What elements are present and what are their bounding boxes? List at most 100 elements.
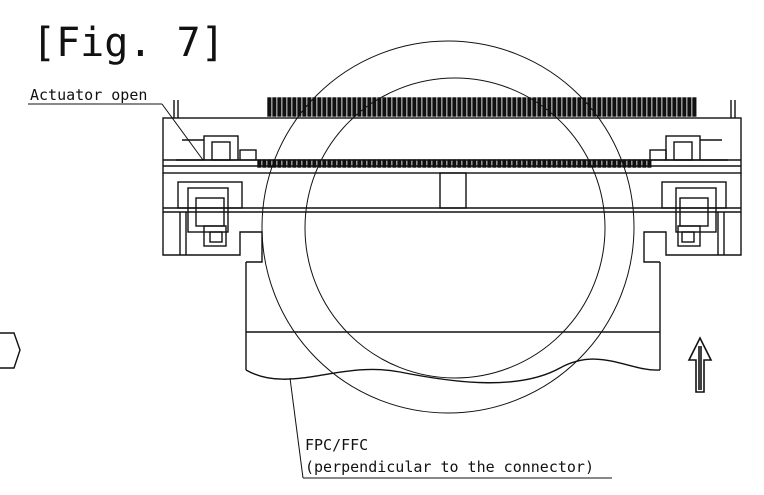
contact-tooth	[677, 97, 682, 117]
contact-tooth	[692, 97, 697, 117]
contact-tooth	[447, 97, 452, 117]
contact-tooth	[342, 97, 347, 117]
contact-tooth	[347, 159, 352, 168]
contact-tooth	[632, 159, 637, 168]
contact-tooth	[527, 97, 532, 117]
contact-tooth	[597, 159, 602, 168]
contact-tooth	[397, 97, 402, 117]
contact-tooth	[307, 159, 312, 168]
contact-tooth	[277, 97, 282, 117]
contact-tooth	[347, 97, 352, 117]
contact-tooth	[432, 159, 437, 168]
contact-tooth	[557, 159, 562, 168]
contact-tooth	[547, 97, 552, 117]
contact-tooth	[437, 97, 442, 117]
contact-tooth	[482, 97, 487, 117]
contact-tooth	[362, 97, 367, 117]
fpc-label-line2: (perpendicular to the connector)	[305, 458, 594, 476]
contact-tooth	[372, 159, 377, 168]
up-arrow-icon	[687, 336, 713, 393]
contact-tooth	[607, 159, 612, 168]
contact-tooth	[487, 97, 492, 117]
contact-tooth	[292, 97, 297, 117]
contact-tooth	[422, 97, 427, 117]
contact-tooth	[337, 159, 342, 168]
contact-tooth	[652, 97, 657, 117]
contact-tooth	[262, 159, 267, 168]
actuator-leader	[161, 103, 204, 161]
contact-tooth	[367, 159, 372, 168]
contact-tooth	[562, 97, 567, 117]
contact-tooth	[412, 97, 417, 117]
contact-tooth	[402, 97, 407, 117]
contact-tooth	[647, 97, 652, 117]
contact-tooth	[292, 159, 297, 168]
contact-tooth	[477, 159, 482, 168]
detail-circle-inner	[304, 77, 606, 379]
fpc-strip	[245, 262, 661, 384]
contact-tooth	[477, 97, 482, 117]
contact-tooth	[497, 159, 502, 168]
contact-tooth	[547, 159, 552, 168]
contact-tooth	[612, 97, 617, 117]
contact-tooth	[687, 97, 692, 117]
contact-tooth	[532, 159, 537, 168]
contact-tooth	[472, 97, 477, 117]
contact-tooth	[342, 159, 347, 168]
contact-tooth	[327, 97, 332, 117]
contact-tooth	[512, 159, 517, 168]
contact-tooth	[392, 97, 397, 117]
contact-tooth	[612, 159, 617, 168]
contact-tooth	[452, 159, 457, 168]
contact-tooth	[302, 159, 307, 168]
contact-tooth	[387, 97, 392, 117]
contact-tooth	[462, 97, 467, 117]
detail-circle-outer	[261, 40, 635, 414]
figure-label: [Fig. 7]	[32, 20, 225, 66]
contact-tooth	[447, 159, 452, 168]
side-fragment	[0, 332, 21, 369]
contact-tooth	[622, 97, 627, 117]
contact-tooth	[507, 159, 512, 168]
contact-tooth	[582, 159, 587, 168]
contact-tooth	[287, 97, 292, 117]
contact-tooth	[452, 97, 457, 117]
contact-row-middle	[257, 159, 652, 168]
contact-tooth	[422, 159, 427, 168]
contact-tooth	[552, 97, 557, 117]
contact-tooth	[512, 97, 517, 117]
contact-tooth	[667, 97, 672, 117]
contact-tooth	[327, 159, 332, 168]
contact-tooth	[657, 97, 662, 117]
contact-tooth	[427, 159, 432, 168]
contact-tooth	[572, 159, 577, 168]
contact-tooth	[382, 97, 387, 117]
contact-tooth	[442, 159, 447, 168]
contact-tooth	[272, 97, 277, 117]
contact-tooth	[407, 97, 412, 117]
contact-tooth	[402, 159, 407, 168]
contact-tooth	[577, 97, 582, 117]
contact-tooth	[467, 97, 472, 117]
contact-tooth	[602, 159, 607, 168]
contact-tooth	[522, 159, 527, 168]
contact-tooth	[462, 159, 467, 168]
actuator-label: Actuator open	[30, 86, 147, 104]
contact-tooth	[257, 159, 262, 168]
contact-tooth	[397, 159, 402, 168]
contact-tooth	[487, 159, 492, 168]
contact-tooth	[502, 159, 507, 168]
contact-tooth	[637, 159, 642, 168]
contact-tooth	[492, 97, 497, 117]
contact-tooth	[592, 97, 597, 117]
contact-tooth	[322, 159, 327, 168]
contact-tooth	[372, 97, 377, 117]
contact-tooth	[297, 159, 302, 168]
contact-tooth	[627, 97, 632, 117]
detail-circles	[261, 40, 635, 414]
contact-tooth	[332, 159, 337, 168]
contact-tooth	[542, 159, 547, 168]
contact-tooth	[592, 159, 597, 168]
contact-tooth	[662, 97, 667, 117]
contact-tooth	[517, 159, 522, 168]
